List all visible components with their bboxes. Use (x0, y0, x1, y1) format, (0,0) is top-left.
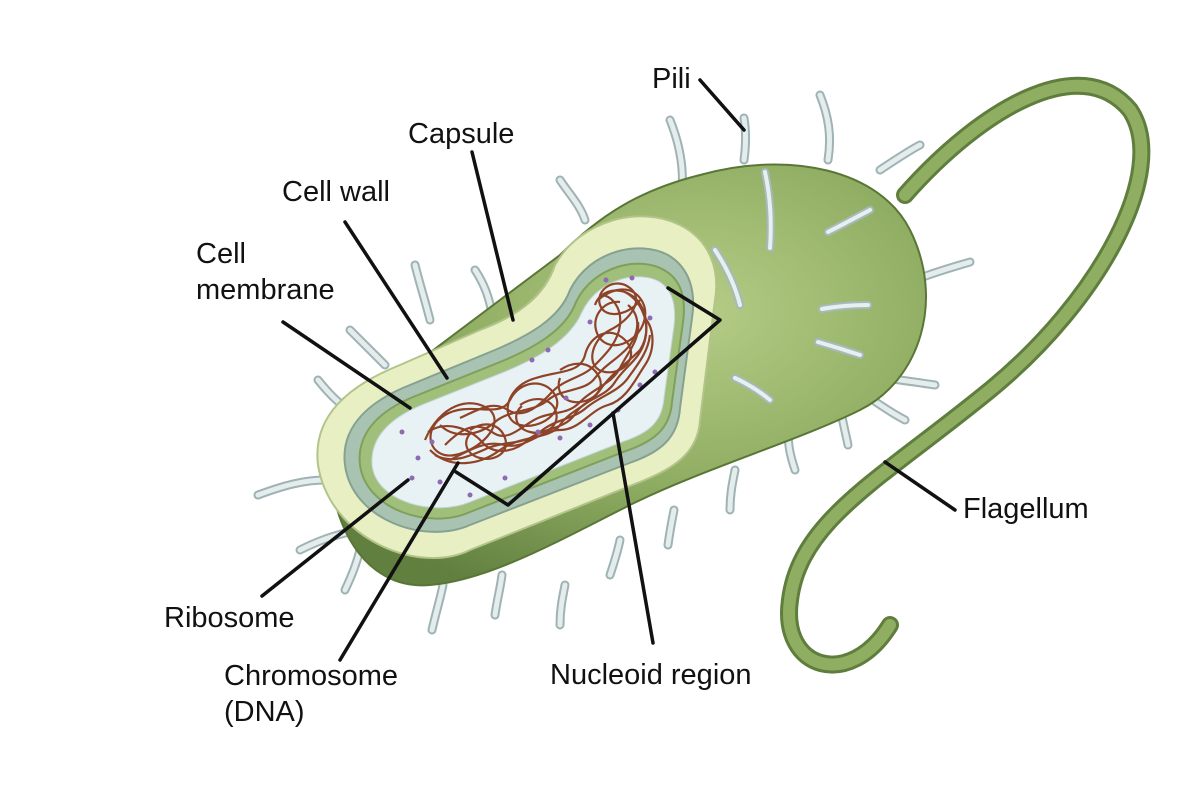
leader-cell-wall (343, 220, 449, 380)
leader-chromosome (338, 461, 460, 662)
leader-ribosome (260, 478, 410, 598)
leader-lines (260, 78, 957, 662)
leader-flagellum (883, 460, 957, 512)
label-capsule: Capsule (408, 118, 515, 150)
pili-front (711, 168, 874, 404)
label-chromosome-dna: Chromosome (DNA) (224, 660, 399, 728)
label-nucleoid-region: Nucleoid region (550, 659, 752, 691)
leader-nucleoid-region (611, 411, 655, 645)
chromosome-dna (423, 282, 654, 465)
label-cell-wall: Cell wall (282, 176, 390, 208)
label-pili: Pili (652, 63, 691, 95)
leader-cell-membrane (281, 320, 412, 410)
label-ribosome: Ribosome (164, 602, 295, 634)
leader-capsule (470, 150, 515, 322)
label-cell-membrane: Cell membrane (196, 238, 335, 306)
nucleoid-bracket (454, 286, 722, 507)
label-flagellum: Flagellum (963, 493, 1089, 525)
leader-pili (698, 78, 746, 132)
ribosomes (399, 275, 658, 498)
